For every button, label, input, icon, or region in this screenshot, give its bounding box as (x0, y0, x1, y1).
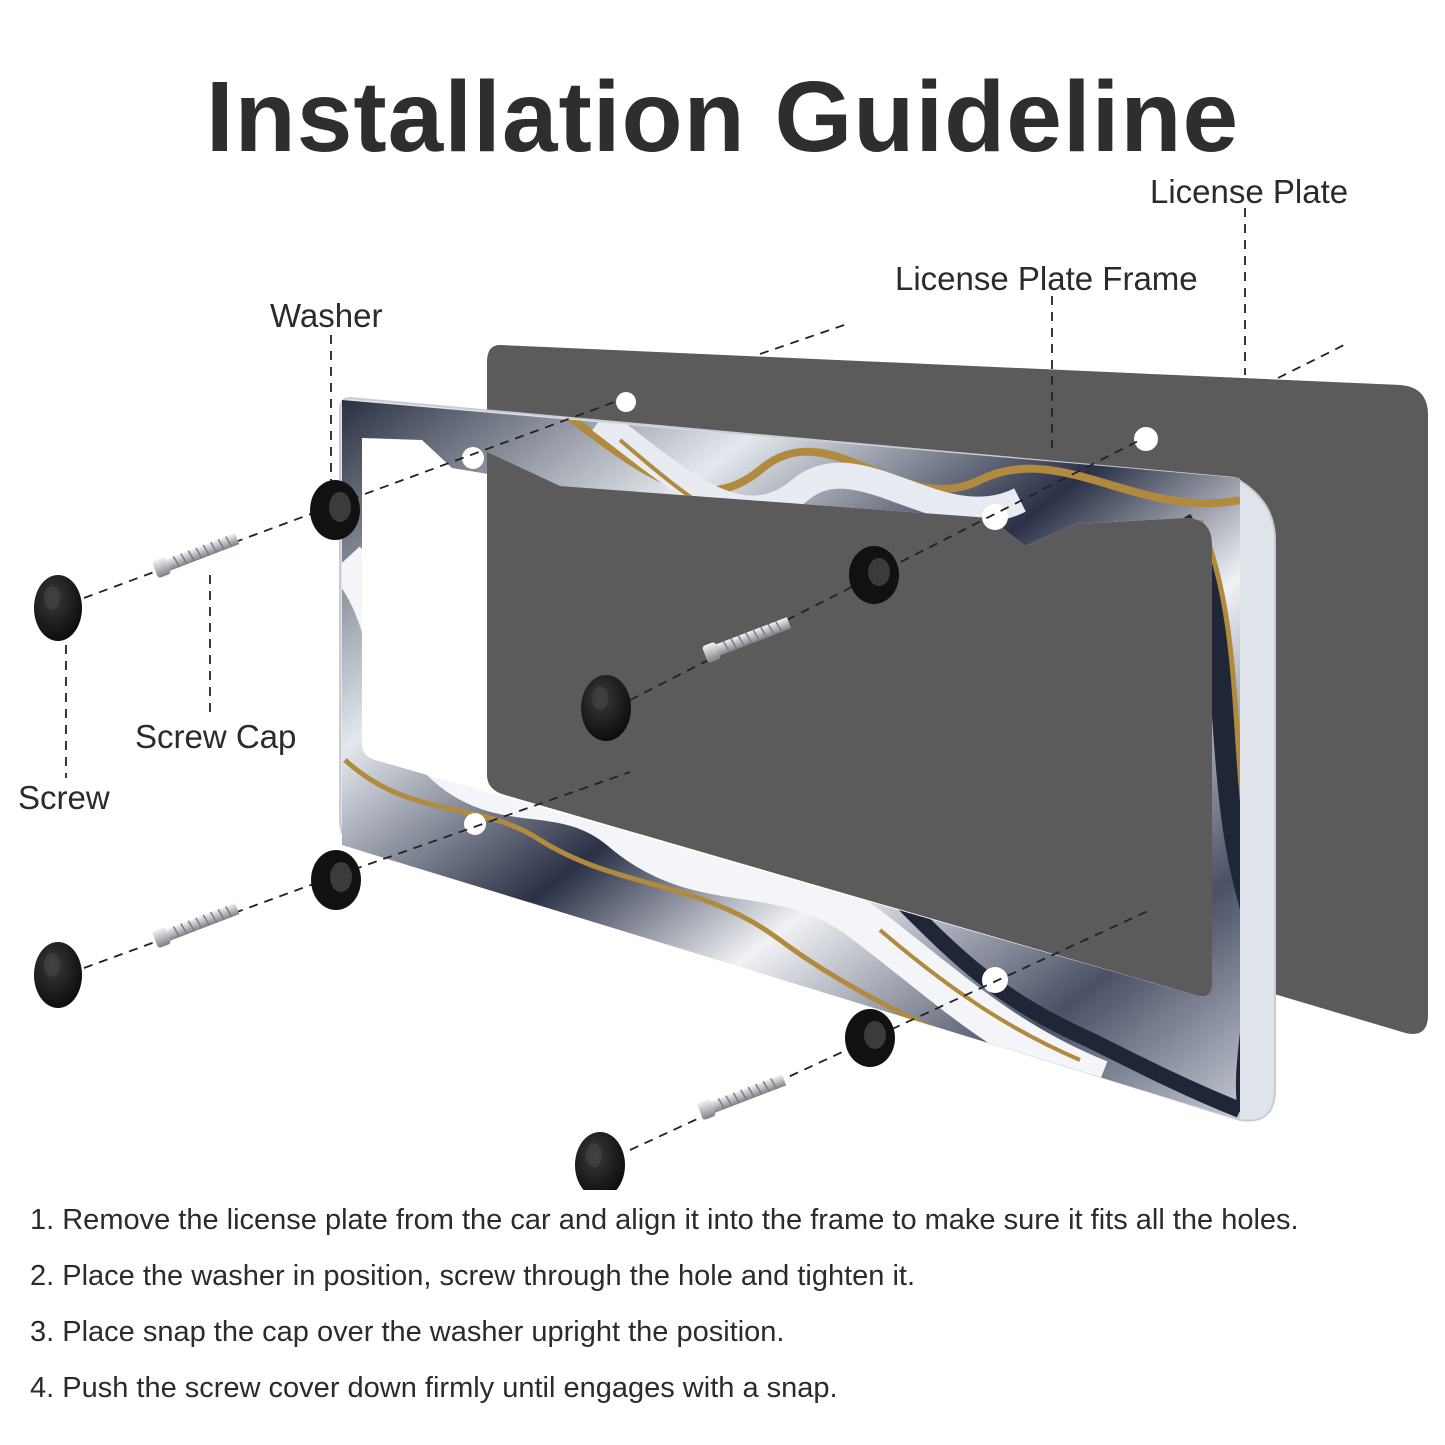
instruction-step: 2. Place the washer in position, screw t… (30, 1260, 916, 1292)
screw-cover (34, 942, 82, 1008)
screw-cover (581, 675, 631, 741)
frame-hole (462, 447, 484, 469)
hardware-bottom-right (575, 1009, 895, 1190)
label-screw-cap: Screw Cap (135, 718, 297, 755)
screw-cover (575, 1132, 625, 1190)
washer (311, 850, 361, 910)
screw (152, 902, 240, 948)
license-plate-frame (339, 396, 1276, 1122)
frame-hole (464, 813, 486, 835)
instruction-step: 4. Push the screw cover down firmly unti… (30, 1372, 838, 1404)
screw (697, 1074, 787, 1120)
hardware-bottom-left (34, 850, 361, 1008)
washer (845, 1009, 895, 1067)
label-license-plate: License Plate (1150, 173, 1349, 210)
instruction-list: 1. Remove the license plate from the car… (30, 1198, 1299, 1422)
frame-hole (982, 504, 1008, 530)
screw (702, 617, 792, 663)
label-washer: Washer (270, 297, 383, 334)
exploded-diagram (34, 208, 1428, 1190)
label-license-plate-frame: License Plate Frame (895, 260, 1198, 297)
plate-hole (616, 392, 636, 412)
instruction-step: 3. Place snap the cap over the washer up… (30, 1316, 785, 1348)
diagram-title: Installation Guideline (205, 61, 1240, 173)
washer (849, 546, 899, 604)
screw-cover (34, 575, 82, 641)
hardware-top-right (581, 546, 899, 741)
instruction-step: 1. Remove the license plate from the car… (30, 1204, 1299, 1236)
hardware-top-left (34, 480, 360, 641)
screw (152, 532, 240, 578)
frame-hole (982, 967, 1008, 993)
plate-hole (1134, 427, 1158, 451)
label-screw: Screw (18, 779, 110, 816)
washer (310, 480, 360, 540)
